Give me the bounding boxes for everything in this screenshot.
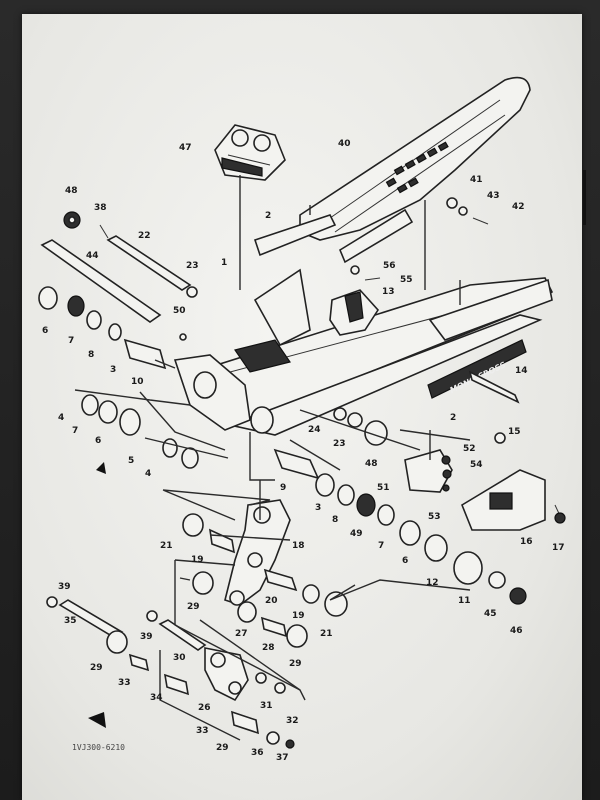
callout-7a: 7 xyxy=(68,336,74,346)
callout-17: 17 xyxy=(552,543,565,553)
callout-30: 30 xyxy=(173,653,186,663)
callout-19a: 19 xyxy=(191,555,204,565)
callout-14: 14 xyxy=(515,366,528,376)
callout-4a: 4 xyxy=(58,413,64,423)
callout-35: 35 xyxy=(64,616,77,626)
leader-lines xyxy=(74,175,471,741)
pivot-shaft-parts xyxy=(38,211,199,469)
right-side-hardware xyxy=(329,197,566,531)
callout-6a: 6 xyxy=(42,326,48,336)
callout-2b: 2 xyxy=(450,413,456,423)
callout-49: 49 xyxy=(350,529,363,539)
callout-53: 53 xyxy=(428,512,441,522)
callout-6b: 6 xyxy=(95,436,101,446)
callout-31: 31 xyxy=(260,701,273,711)
callout-41: 41 xyxy=(470,175,483,185)
callout-39a: 39 xyxy=(58,582,71,592)
direction-arrow xyxy=(96,462,106,474)
callout-18: 18 xyxy=(292,541,305,551)
callout-13: 13 xyxy=(382,287,395,297)
front-arrow xyxy=(88,712,106,728)
callout-12: 12 xyxy=(426,578,439,588)
callout-27: 27 xyxy=(235,629,248,639)
callout-16: 16 xyxy=(520,537,533,547)
callout-29c: 29 xyxy=(289,659,302,669)
callout-29a: 29 xyxy=(187,602,200,612)
callout-45: 45 xyxy=(484,609,497,619)
callout-9: 9 xyxy=(280,483,286,493)
callout-15: 15 xyxy=(508,427,521,437)
callout-42: 42 xyxy=(512,202,525,212)
callout-21b: 21 xyxy=(320,629,333,639)
callout-19b: 19 xyxy=(292,611,305,621)
callout-34: 34 xyxy=(150,693,163,703)
callout-48a: 48 xyxy=(65,186,78,196)
callout-1: 1 xyxy=(221,258,227,268)
callout-36: 36 xyxy=(251,748,264,758)
callout-44: 44 xyxy=(86,251,99,261)
callout-7c: 7 xyxy=(378,541,384,551)
callout-54: 54 xyxy=(470,460,483,470)
page-edge-mark xyxy=(583,170,586,225)
callout-29b: 29 xyxy=(90,663,103,673)
diagram-code: 1VJ300-6210 xyxy=(72,743,125,752)
callout-48b: 48 xyxy=(365,459,378,469)
callout-29d: 29 xyxy=(216,743,229,753)
callout-5: 5 xyxy=(128,456,134,466)
callout-32: 32 xyxy=(286,716,299,726)
callout-2a: 2 xyxy=(265,211,271,221)
chain-case-part xyxy=(299,76,531,241)
callout-39b: 39 xyxy=(140,632,153,642)
callout-23a: 23 xyxy=(186,261,199,271)
callout-46: 46 xyxy=(510,626,523,636)
callout-47: 47 xyxy=(179,143,192,153)
callout-20: 20 xyxy=(265,596,278,606)
callout-6c: 6 xyxy=(402,556,408,566)
swingarm-main-part xyxy=(173,214,554,436)
callout-10: 10 xyxy=(131,377,144,387)
callout-38: 38 xyxy=(94,203,107,213)
callout-40: 40 xyxy=(338,139,351,149)
callout-8b: 8 xyxy=(332,515,338,525)
callout-52: 52 xyxy=(463,444,476,454)
callout-28: 28 xyxy=(262,643,275,653)
callout-51: 51 xyxy=(377,483,390,493)
callout-7b: 7 xyxy=(72,426,78,436)
chain-guide-block-part xyxy=(214,124,286,181)
callout-8a: 8 xyxy=(88,350,94,360)
callout-21a: 21 xyxy=(160,541,173,551)
callout-37: 37 xyxy=(276,753,289,763)
callout-23b: 23 xyxy=(333,439,346,449)
callout-3b: 3 xyxy=(315,503,321,513)
callout-50: 50 xyxy=(173,306,186,316)
callout-55: 55 xyxy=(400,275,413,285)
callout-24: 24 xyxy=(308,425,321,435)
callout-3a: 3 xyxy=(110,365,116,375)
callout-4b: 4 xyxy=(145,469,151,479)
callout-11: 11 xyxy=(458,596,471,606)
relay-arm-parts xyxy=(182,499,348,648)
callout-22: 22 xyxy=(138,231,151,241)
callout-56: 56 xyxy=(383,261,396,271)
callout-labels: 1 2 2 3 3 4 4 5 6 6 6 7 7 7 8 8 9 10 11 … xyxy=(42,139,565,763)
center-bearing-stack xyxy=(273,448,527,605)
callout-26: 26 xyxy=(198,703,211,713)
callout-33a: 33 xyxy=(118,678,131,688)
callout-33b: 33 xyxy=(196,726,209,736)
connecting-rod-parts xyxy=(46,596,295,749)
callout-43: 43 xyxy=(487,191,500,201)
